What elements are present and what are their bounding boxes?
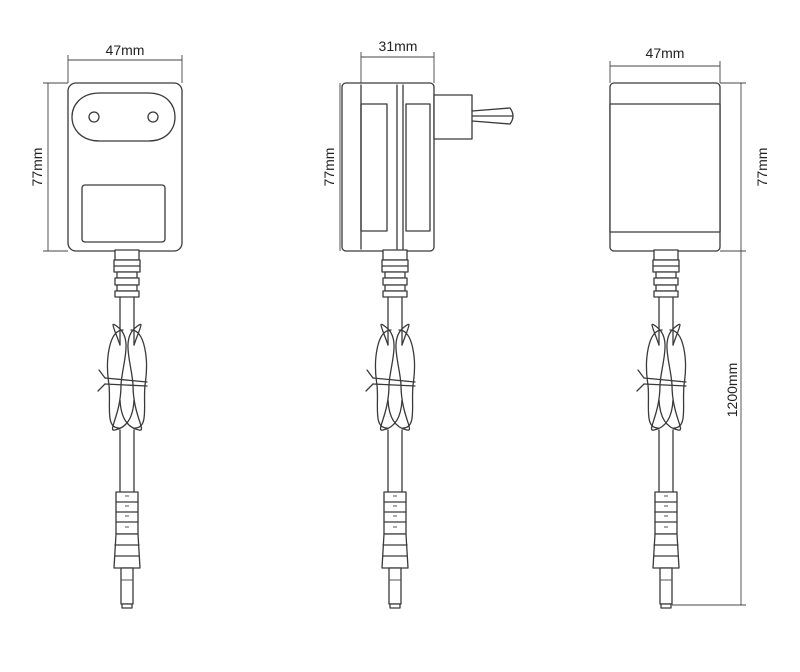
back-width-label: 47mm xyxy=(646,45,685,61)
back-view: 47mm 77mm 1200mm xyxy=(609,45,770,609)
cable-length-label: 1200mm xyxy=(724,363,740,417)
back-height-label: 77mm xyxy=(754,148,770,187)
front-height-label: 77mm xyxy=(29,148,45,187)
front-view: 47mm 77mm xyxy=(29,42,183,609)
plug-body xyxy=(433,94,473,140)
side-height-label: 77mm xyxy=(321,148,337,187)
side-view: 31mm 77mm xyxy=(321,38,514,609)
front-width-label: 47mm xyxy=(106,42,145,58)
eu-plug-face xyxy=(71,92,176,142)
side-depth-label: 31mm xyxy=(379,38,418,54)
